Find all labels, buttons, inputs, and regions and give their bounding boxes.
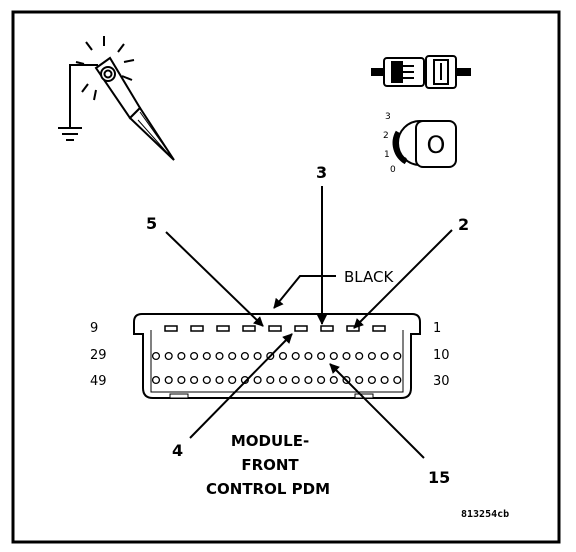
disconnected-connector-icon xyxy=(371,55,471,89)
ground-icon xyxy=(58,64,98,141)
pin-hole xyxy=(202,351,211,361)
test-light-icon xyxy=(58,36,175,161)
row-label-right-top: 1 xyxy=(433,321,441,336)
pin-hole xyxy=(278,375,288,385)
pdm-connector xyxy=(133,313,421,399)
pin-hole xyxy=(228,375,237,385)
pin-hole xyxy=(380,375,389,385)
connector-key-tab xyxy=(169,393,189,399)
pin-hole xyxy=(253,375,262,385)
arrow-pin-15 xyxy=(329,363,425,459)
module-label-line2: FRONT xyxy=(241,456,299,474)
pin-slot xyxy=(216,325,230,332)
ignition-position-0: 0 xyxy=(390,165,396,175)
pin-hole xyxy=(266,375,275,385)
figure-id: 813254cb xyxy=(461,509,509,520)
pin-hole xyxy=(278,351,288,361)
pin-hole xyxy=(367,351,376,361)
pin-hole xyxy=(177,375,186,385)
pin-hole xyxy=(151,351,161,361)
pin-hole xyxy=(228,351,237,361)
pin-hole xyxy=(317,375,326,385)
pin-hole xyxy=(367,375,376,385)
arrow-black-housing xyxy=(273,275,336,309)
callout-pin-5: 5 xyxy=(146,214,157,233)
row-label-left-top: 9 xyxy=(90,321,98,336)
pin-hole xyxy=(329,351,338,361)
pin-hole xyxy=(291,351,300,361)
pin-hole xyxy=(202,375,211,385)
pin-hole xyxy=(355,375,364,385)
key-glyph: O xyxy=(427,131,446,159)
pin-hole xyxy=(240,351,249,361)
pin-hole xyxy=(164,351,173,361)
pin-hole xyxy=(355,351,364,361)
pin-slot xyxy=(164,325,178,332)
ignition-position-1: 1 xyxy=(384,150,390,160)
ignition-switch-icon: 3 2 1 0 O xyxy=(383,112,457,175)
pin-hole xyxy=(342,351,351,361)
pin-hole xyxy=(215,351,224,361)
pin-hole xyxy=(177,351,186,361)
pin-hole xyxy=(253,351,262,361)
module-label-line1: MODULE- xyxy=(231,432,309,450)
row-label-left-bottom: 49 xyxy=(90,374,107,389)
pin-hole xyxy=(393,351,402,361)
pin-hole xyxy=(164,375,173,385)
callout-pin-4: 4 xyxy=(172,441,183,460)
callout-pin-15: 15 xyxy=(428,468,450,487)
row-label-left-middle: 29 xyxy=(90,348,107,363)
pin-slot xyxy=(372,325,386,332)
arrow-pin-2 xyxy=(353,229,453,329)
pin-slot xyxy=(190,325,204,332)
pin-hole xyxy=(329,375,338,385)
pin-slot xyxy=(294,325,308,332)
pin-hole xyxy=(380,351,389,361)
round-pin-rows xyxy=(151,351,402,385)
diagram-frame xyxy=(11,10,561,544)
pin-hole xyxy=(291,375,300,385)
pin-hole xyxy=(151,375,161,385)
pin-slot xyxy=(268,325,282,332)
pin-slot xyxy=(242,325,256,332)
pin-hole xyxy=(215,375,224,385)
arrow-pin-5 xyxy=(165,231,264,327)
pin-hole xyxy=(304,351,313,361)
arrow-pin-4 xyxy=(189,333,293,439)
ignition-position-3: 3 xyxy=(385,112,391,122)
callout-pin-2: 2 xyxy=(458,215,469,234)
ignition-position-2: 2 xyxy=(383,131,389,141)
top-row-pins xyxy=(164,325,386,332)
module-label-line3: CONTROL PDM xyxy=(206,480,330,498)
pin-hole xyxy=(317,351,326,361)
pin-slot xyxy=(320,325,334,332)
row-label-right-bottom: 30 xyxy=(433,374,450,389)
black-housing-label: BLACK xyxy=(344,268,394,286)
module-name: MODULE- FRONT CONTROL PDM xyxy=(206,432,330,498)
pin-hole xyxy=(190,351,199,361)
pin-hole xyxy=(393,375,402,385)
pin-hole xyxy=(304,375,313,385)
pin-slot xyxy=(346,325,360,332)
row-label-right-middle: 10 xyxy=(433,348,450,363)
pin-hole xyxy=(190,375,199,385)
callout-pin-3: 3 xyxy=(316,163,327,182)
